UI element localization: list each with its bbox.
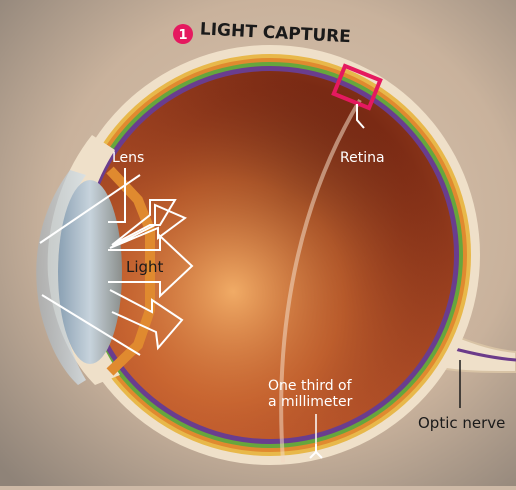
light-label: Light: [126, 258, 164, 276]
thickness-label-line1: One third of: [268, 378, 353, 394]
step-badge-number: 1: [178, 28, 187, 43]
retina-label: Retina: [340, 150, 385, 166]
lens: [58, 180, 122, 364]
lens-label: Lens: [112, 150, 144, 166]
thickness-label-line2: a millimeter: [268, 394, 353, 410]
optic-nerve-label: Optic nerve: [418, 414, 505, 432]
